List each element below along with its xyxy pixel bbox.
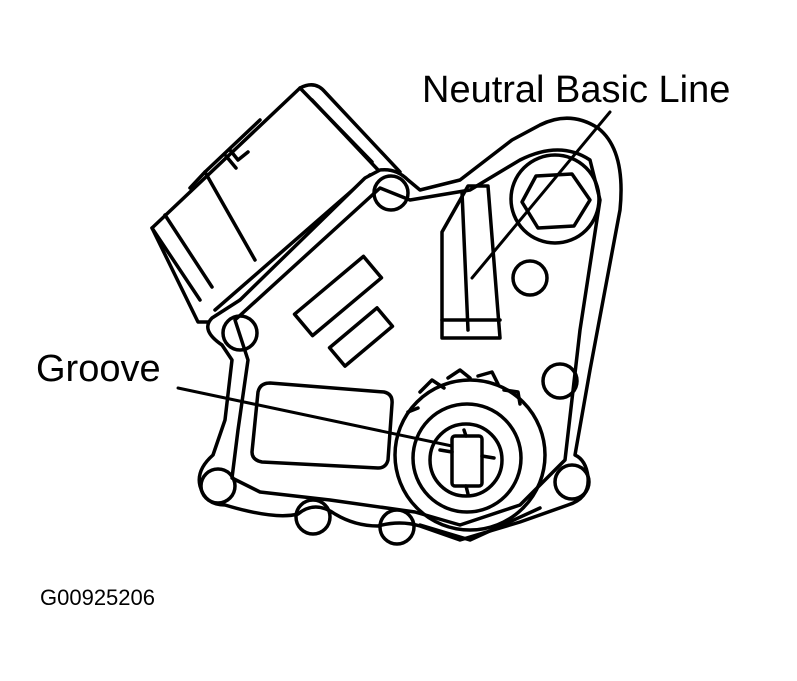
figure-id: G00925206 [40,585,155,610]
mounting-holes [199,174,591,546]
inner-plate-outline [230,148,602,527]
shaft-assembly [393,368,547,542]
groove-label: Groove [36,348,161,390]
neutral-basic-line-label: Neutral Basic Line [422,69,731,111]
neutral-basic-line-tab [440,184,502,340]
leader-line-neutral [470,110,612,280]
leader-line-groove [176,386,454,448]
window-slots [250,254,395,470]
hex-bolt [509,153,601,245]
